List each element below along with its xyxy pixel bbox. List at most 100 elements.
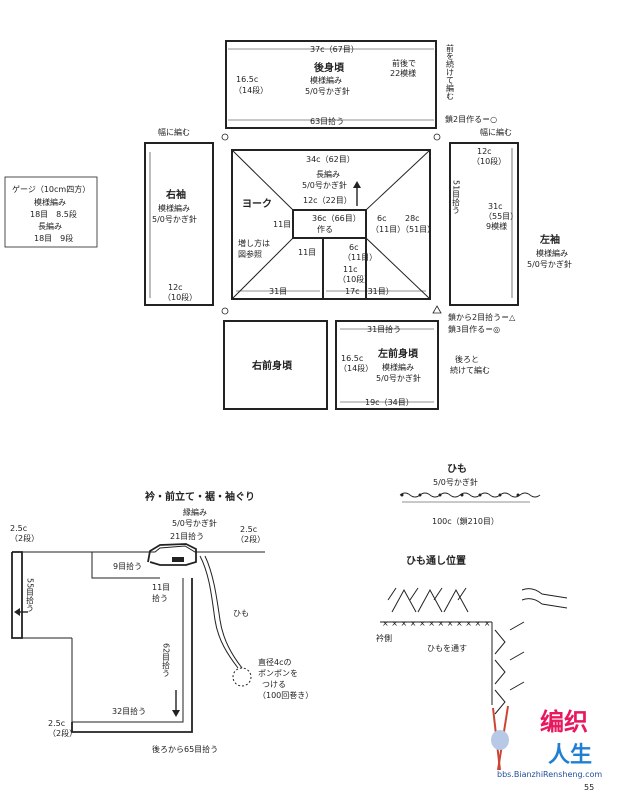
border-back-pick: 後ろから65目拾う — [152, 744, 218, 754]
left-front-pattern: 模様編み — [382, 362, 414, 372]
yoke-inner — [292, 209, 367, 239]
right-sleeve-hook: 5/0号かぎ針 — [152, 214, 197, 224]
right-sleeve-panel — [144, 142, 214, 306]
himo-pos-collar: 衿側 — [376, 633, 392, 643]
left-front-left-rows: （14段） — [339, 363, 373, 373]
yoke-inner-11c-rows: （10段） — [338, 274, 372, 284]
right-front-title: 右前身頃 — [251, 359, 293, 372]
back-top-dim: 37c（67目） — [310, 45, 359, 54]
border-eleven-pick: 11目 — [152, 583, 170, 592]
string-line — [204, 555, 243, 669]
yoke-inner-6c: 6c — [349, 243, 359, 252]
border-nine-pick: 9目拾う — [113, 561, 142, 571]
yoke-left11b: 11目 — [298, 248, 316, 257]
string-line — [199, 555, 239, 669]
border-sixtytwo: 62目拾う — [162, 643, 171, 677]
yoke-inner-6c-sts: （11目） — [343, 253, 377, 262]
border-bottom-pick: 32目拾う — [112, 706, 146, 716]
yoke-top-dim: 34c（62目） — [306, 155, 355, 164]
left-sleeve-pattern: 模様編み — [536, 248, 568, 258]
left-sleeve-dim-sts: （55目） — [484, 212, 518, 221]
back-right-note: 前後で — [392, 58, 416, 68]
left-sleeve-panel — [449, 142, 519, 306]
left-front-bottom-dim: 19c（34目） — [365, 398, 414, 407]
left-sleeve-top-dim: 12c — [477, 147, 492, 156]
himo-hook: 5/0号かぎ針 — [433, 477, 478, 487]
back-hook: 5/0号かぎ針 — [305, 86, 350, 96]
logo-text1: 编织 — [540, 708, 588, 736]
svg-text:× × × × × × × × × × × ×: × × × × × × × × × × × × — [382, 619, 490, 628]
border-eleven-pick2: 拾う — [152, 593, 168, 603]
left-sleeve-width-note: 幅に編む — [480, 127, 512, 137]
border-pompom3: つける — [262, 680, 286, 689]
border-top-pick: 21目拾う — [170, 531, 204, 541]
right-sleeve-bottom-rows: （10段） — [163, 292, 197, 302]
border-pompom1: 直径4cの — [258, 657, 292, 667]
yoke-increase-note2: 図参照 — [238, 249, 262, 259]
left-front-title: 左前身頃 — [377, 347, 419, 360]
border-left-dim: 2.5c — [10, 524, 27, 533]
marker-circle — [221, 133, 229, 141]
body-armhole — [71, 578, 184, 723]
left-sleeve-hook: 5/0号かぎ針 — [527, 259, 572, 269]
back-body-panel — [225, 40, 437, 129]
front-band-outer — [71, 578, 193, 733]
yoke-left11: 11目 — [273, 220, 291, 229]
left-front-left-dim: 16.5c — [341, 354, 363, 363]
chain-note-top: 鎖2目作る＝○ — [445, 114, 497, 124]
front-band-outline — [11, 551, 23, 639]
yoke-right-rows: （11目） — [371, 225, 405, 234]
border-right-dim: 2.5c — [240, 525, 257, 534]
right-sleeve-pattern: 模様編み — [158, 203, 190, 213]
gauge-box — [4, 176, 98, 248]
logo-graphic — [491, 705, 509, 771]
chain-note-bottom2: 鎖3目作る＝◎ — [448, 324, 500, 334]
gauge-title: ゲージ（10cm四方） — [12, 184, 90, 194]
gauge-line3: 長編み — [38, 221, 62, 231]
left-sleeve-top-rows: （10段） — [472, 156, 506, 166]
yoke-center-make: 作る — [317, 224, 333, 234]
back-left-dim: 16.5c — [236, 75, 258, 84]
yoke-inner-11c: 11c — [343, 265, 358, 274]
himo-pos-thread: ひもを通す — [427, 643, 467, 653]
back-pattern: 模様編み — [310, 75, 342, 85]
yoke-diagonal — [231, 237, 294, 300]
chain-stitches — [399, 492, 541, 498]
marker-circle — [433, 133, 441, 141]
back-right-note2: 22模様 — [390, 68, 416, 78]
border-bottom-rows: （2段） — [48, 728, 77, 738]
left-front-top-dim: 31目拾う — [367, 324, 401, 334]
yoke-hook: 5/0号かぎ針 — [302, 180, 347, 190]
back-side-note: 前を続けて編む — [446, 43, 455, 100]
up-arrow-icon — [353, 181, 361, 188]
body-outline — [91, 552, 160, 579]
right-sleeve-title: 右袖 — [165, 188, 186, 201]
gauge-line4: 18目 9段 — [34, 233, 73, 243]
yoke-title: ヨーク — [242, 198, 272, 210]
border-pompom2: ポンポンを — [258, 669, 298, 678]
gauge-line2: 18目 8.5段 — [30, 209, 77, 219]
border-left-pick: 55目拾う — [26, 578, 35, 612]
yoke-diagonal — [365, 237, 431, 300]
border-hook: 5/0号かぎ針 — [172, 518, 217, 528]
yoke-pattern: 長編み — [316, 169, 340, 179]
left-sleeve-pickup: 51目拾う — [452, 180, 461, 214]
right-sleeve-width-note: 幅に編む — [158, 127, 190, 137]
marker-circle — [221, 307, 229, 315]
yoke-right-dim: 6c — [377, 214, 387, 223]
border-string: ひも — [233, 609, 249, 618]
border-bottom-dim: 2.5c — [48, 719, 65, 728]
left-front-panel — [335, 320, 439, 410]
collar-inner — [172, 557, 184, 562]
yoke-outer — [231, 149, 431, 300]
yoke-outer-right: 28c — [405, 214, 420, 223]
yoke-outer-right2: （51目） — [401, 225, 435, 234]
border-left-rows: （2段） — [10, 533, 39, 543]
back-bottom-dim: 63目拾う — [310, 116, 344, 126]
back-left-rows: （14段） — [234, 85, 268, 95]
border-right-rows: （2段） — [236, 534, 265, 544]
yoke-center-dim: 36c（66目） — [312, 214, 361, 223]
left-arrow-icon — [14, 608, 20, 616]
border-pompom4: （100回巻き） — [258, 690, 313, 700]
yoke-bottom-left: 31目 — [269, 287, 287, 296]
